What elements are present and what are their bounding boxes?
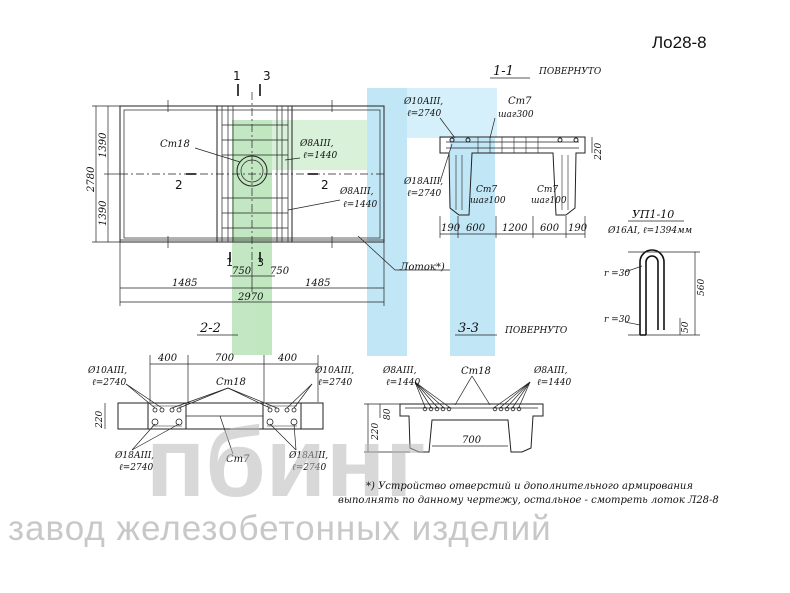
sec11-rebar-10a: Ø10АIII, (403, 96, 443, 107)
sec11-title: 1-1 (493, 64, 514, 79)
sec22-ct7: Ст7 (226, 454, 250, 465)
sec11-subtitle: ПОВЕРНУТО (538, 67, 602, 77)
sec22-dim-1: 700 (215, 353, 235, 364)
sec11-ct7-right: Ст7 (537, 185, 558, 195)
watermark-tagline: завод железобетонных изделий (8, 509, 552, 548)
plan-ct18: Ст18 (160, 139, 190, 150)
sec22-rebar-10a-l: Ø10АIII, (87, 365, 127, 376)
plan-dim-upper: 1390 (98, 132, 109, 158)
sec22-title: 2-2 (199, 321, 221, 336)
cut-3-top: 3 (263, 69, 271, 83)
plan-dim-left: 1485 (172, 278, 197, 289)
section-1-1: 1-1 ПОВЕРНУТО Ø10АIII, ℓ=2740 Ст7 шаг300… (403, 64, 604, 238)
plan-lotok-label: Лоток*) (399, 262, 445, 273)
sec11-dim-0: 190 (441, 223, 461, 234)
sec22-rebar-10a-r: Ø10АIII, (314, 365, 354, 376)
note-line-2: выполнять по данному чертежу, остальное … (338, 495, 719, 506)
sec33-dim-80: 80 (383, 408, 393, 420)
sec33-rebar-8a-l: Ø8АIII, (382, 365, 417, 376)
sec33-dim-220: 220 (371, 423, 381, 441)
plan-dim-total-width: 2970 (237, 292, 264, 303)
watermark-brand: пбинг (146, 407, 426, 517)
sec11-ct7-top-step: шаг300 (498, 110, 534, 120)
cut-2-left: 2 (175, 178, 183, 192)
section-2-2: 2-2 400 700 400 (87, 321, 354, 473)
sec33-rebar-8a-r-len: ℓ=1440 (537, 378, 571, 388)
sec22-rebar-10a-r-len: ℓ=2740 (318, 378, 352, 388)
sec33-dim-700: 700 (462, 435, 482, 446)
up1-10-detail: УП1-10 Ø16АI, ℓ=1394мм 560 50 r =30 r =3… (604, 208, 707, 336)
section-3-3: 3-3 ПОВЕРНУТО Ø8АIII, ℓ=1440 Ст18 Ø8АIII… (364, 321, 571, 453)
sec11-dim-220: 220 (594, 143, 604, 161)
cut-3-bottom: 3 (257, 256, 264, 269)
cut-1-bottom: 1 (226, 256, 233, 269)
sec11-dim-4: 190 (568, 223, 588, 234)
sec11-ct7-top: Ст7 (508, 96, 532, 107)
sec22-dim-0: 400 (157, 353, 178, 364)
sec22-rebar-10a-l-len: ℓ=2740 (92, 378, 126, 388)
up1-dim-560: 560 (697, 279, 707, 296)
sec11-ct7-left-step: шаг100 (470, 196, 506, 206)
plan-rebar-8a-2-len: ℓ=1440 (343, 200, 377, 210)
plan-dim-lower: 1390 (98, 200, 109, 226)
sec11-dim-2: 1200 (502, 223, 528, 234)
sec22-dim-220: 220 (95, 411, 105, 429)
sec33-rebar-8a-r: Ø8АIII, (533, 365, 568, 376)
cut-2-right: 2 (321, 178, 329, 192)
sec22-rebar-18a-r: Ø18АIII, (288, 450, 328, 461)
plan-rebar-8a-2: Ø8АIII, (339, 186, 374, 197)
plan-dim-right: 1485 (305, 278, 330, 289)
sec22-rebar-18a-r-len: ℓ=2740 (292, 463, 326, 473)
sec11-ct7-left: Ст7 (476, 185, 497, 195)
sec11-rebar-10a-len: ℓ=2740 (407, 109, 441, 119)
sec11-dim-3: 600 (540, 223, 560, 234)
sheet-code: Ло28-8 (652, 33, 707, 52)
sec22-rebar-18a-l-len: ℓ=2740 (119, 463, 153, 473)
sec22-rebar-18a-l: Ø18АIII, (114, 450, 154, 461)
plan-dim-hole-left: 750 (232, 266, 252, 277)
sec33-rebar-8a-l-len: ℓ=1440 (386, 378, 420, 388)
plan-rebar-8a-1-len: ℓ=1440 (303, 151, 337, 161)
plan-dim-hole-right: 750 (270, 266, 290, 277)
up1-spec: Ø16АI, ℓ=1394мм (607, 225, 692, 236)
up1-dim-50: 50 (681, 321, 691, 333)
sec22-ct18: Ст18 (216, 377, 246, 388)
sec11-ct7-right-step: шаг100 (531, 196, 567, 206)
up1-title: УП1-10 (632, 208, 674, 221)
cut-1-top: 1 (233, 69, 241, 83)
sec33-title: 3-3 (458, 321, 479, 336)
watermark-logo-blocks (232, 88, 497, 356)
up1-r2: r =30 (604, 315, 630, 325)
sec33-subtitle: ПОВЕРНУТО (504, 326, 568, 336)
plan-view: 1 3 1 3 2 2 Ст18 Ø8АIII, ℓ=1440 Ø8АIII, … (86, 69, 450, 306)
up1-r1: r =30 (604, 269, 630, 279)
sec33-ct18: Ст18 (461, 366, 491, 377)
sec11-rebar-18a-len: ℓ=2740 (407, 189, 441, 199)
sec22-dim-2: 400 (277, 353, 298, 364)
sec11-rebar-18a: Ø18АIII, (403, 176, 443, 187)
sec11-dim-1: 600 (466, 223, 486, 234)
note-line-1: *) Устройство отверстий и дополнительног… (366, 481, 693, 492)
plan-rebar-8a-1: Ø8АIII, (299, 138, 334, 149)
plan-dim-total-height: 2780 (86, 166, 97, 193)
